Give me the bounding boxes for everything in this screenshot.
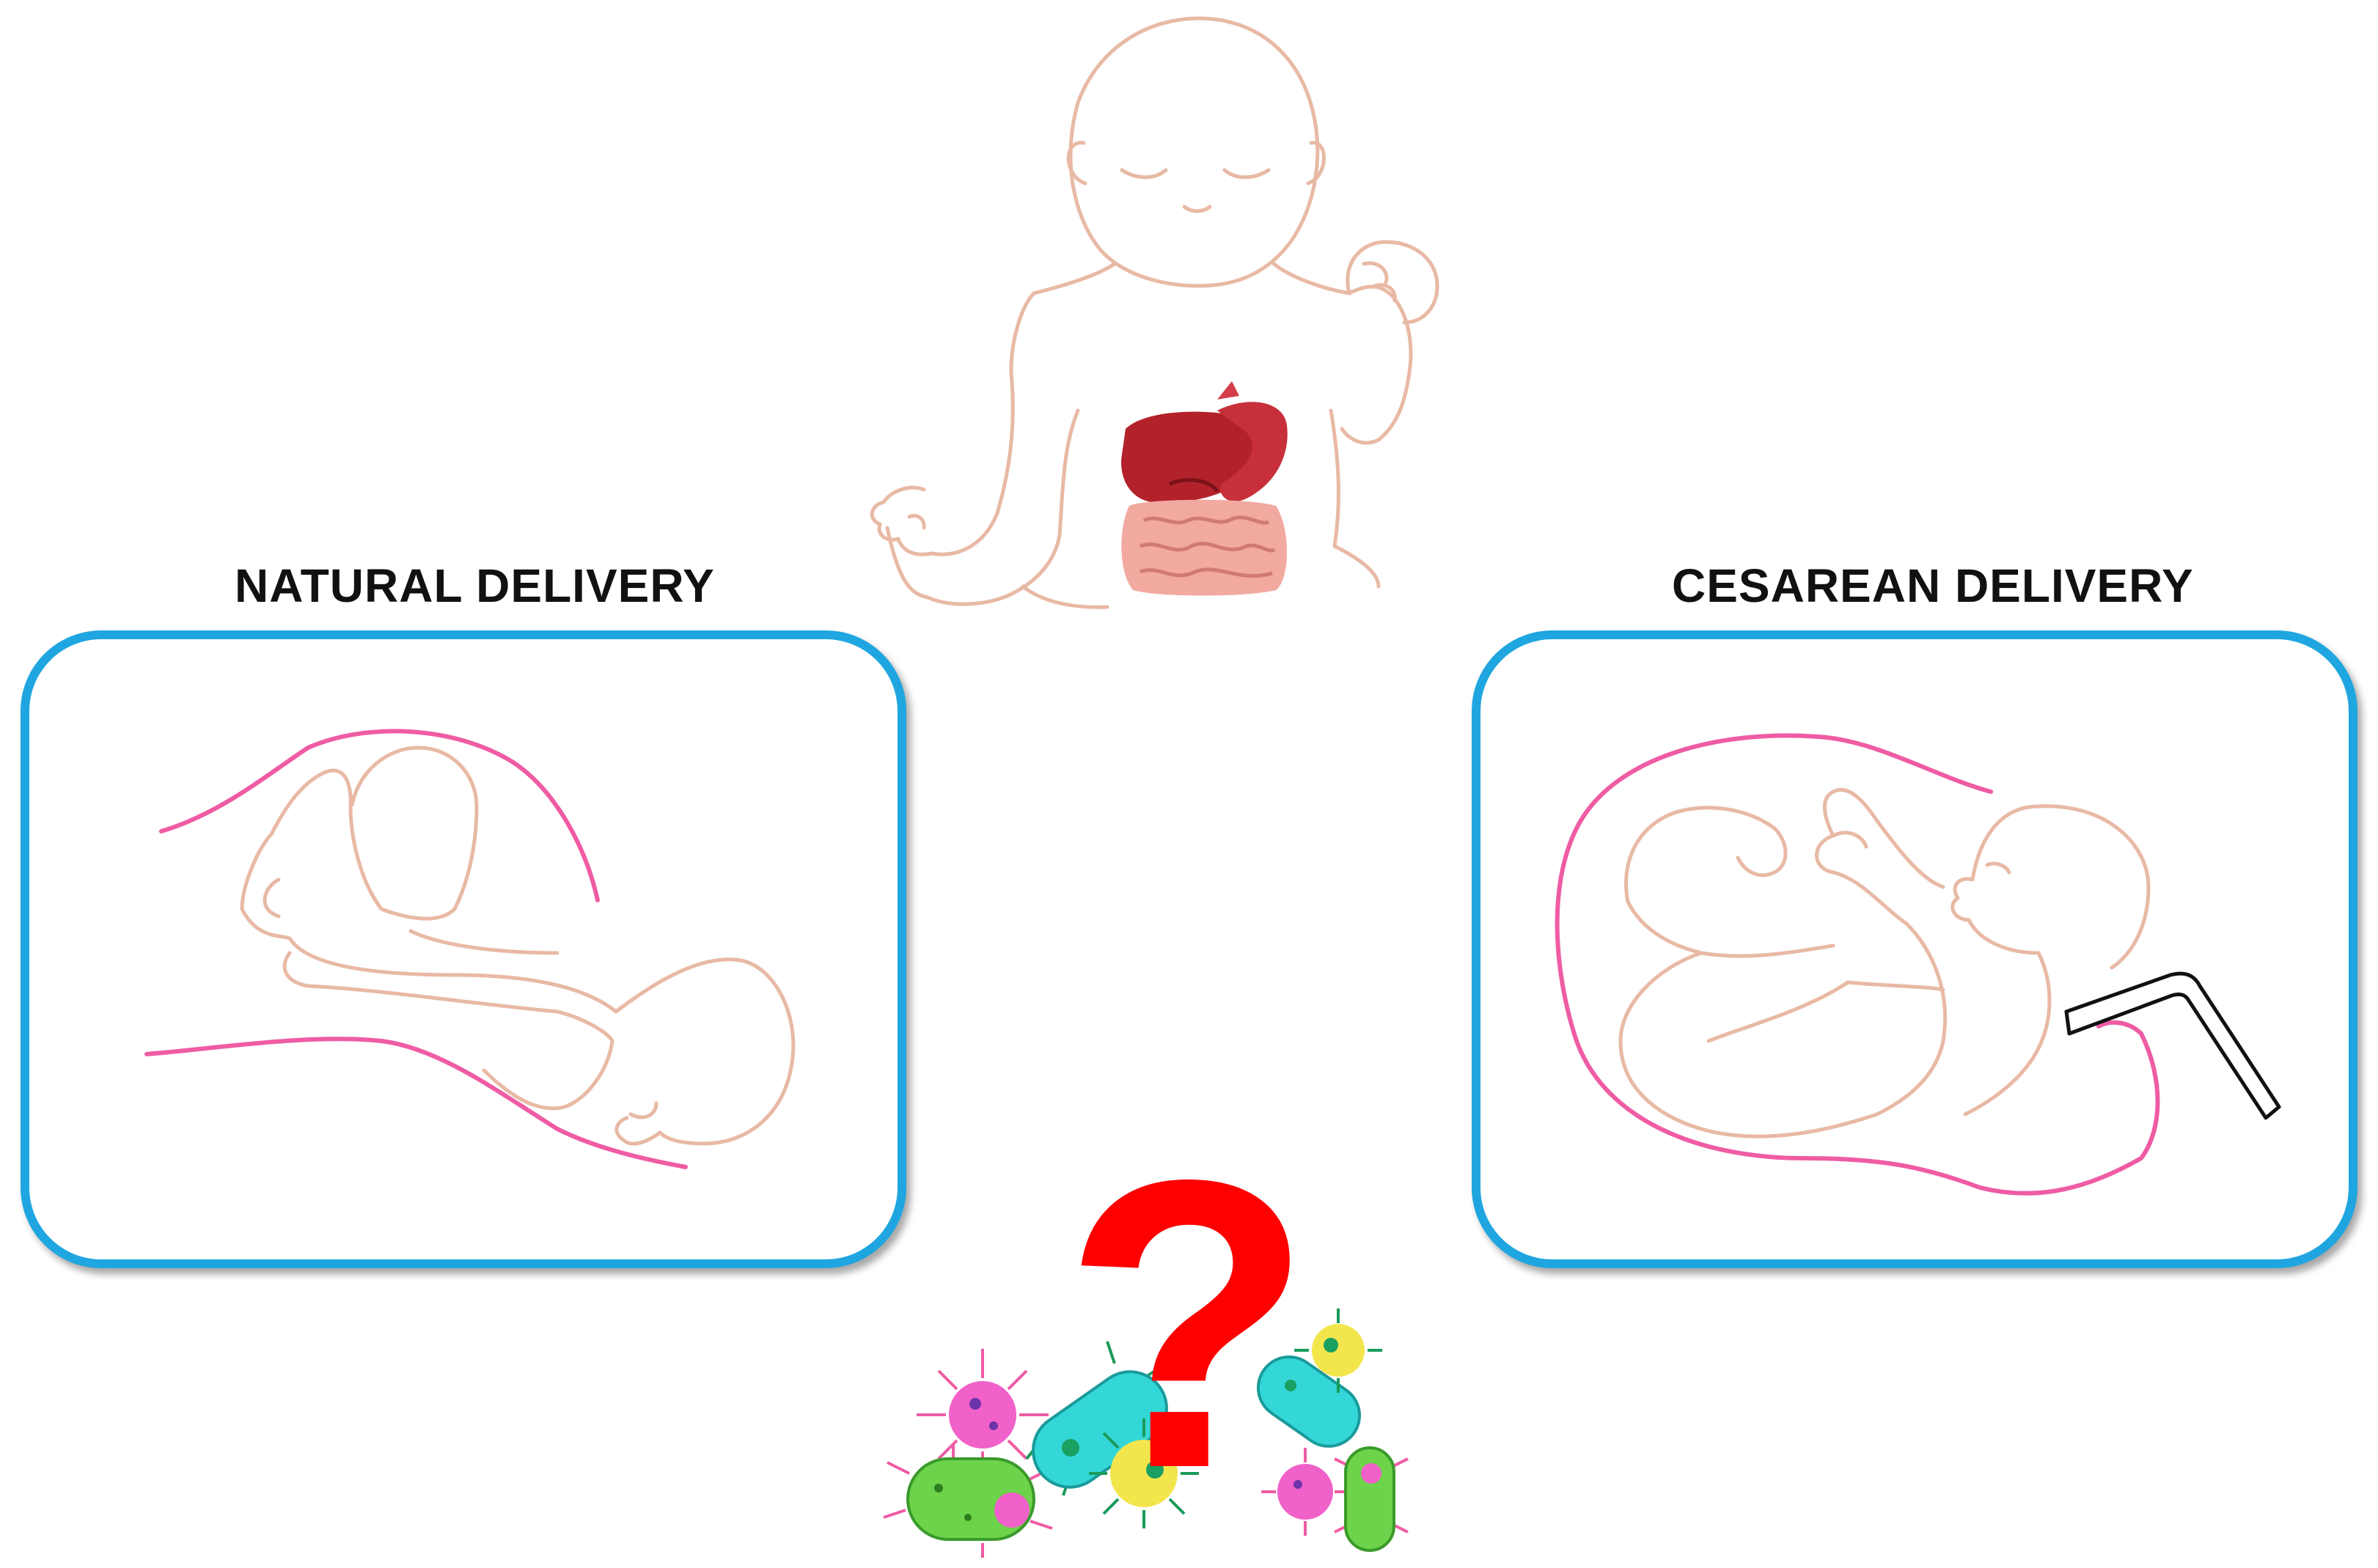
natural-birth-illustration bbox=[144, 729, 796, 1169]
bacteria-cluster-icon bbox=[883, 1308, 1409, 1558]
cesarean-delivery-label: CESAREAN DELIVERY bbox=[1672, 559, 2194, 612]
question-mark: ? bbox=[1063, 1094, 1313, 1553]
natural-delivery-panel bbox=[21, 630, 906, 1268]
natural-delivery-label: NATURAL DELIVERY bbox=[235, 559, 715, 612]
cesarean-birth-illustration bbox=[1555, 733, 2160, 1196]
digestive-organs-icon bbox=[1121, 381, 1288, 596]
baby-illustration bbox=[870, 16, 1439, 609]
surgical-retractor-icon bbox=[2064, 971, 2281, 1120]
cesarean-delivery-panel bbox=[1472, 630, 2357, 1268]
